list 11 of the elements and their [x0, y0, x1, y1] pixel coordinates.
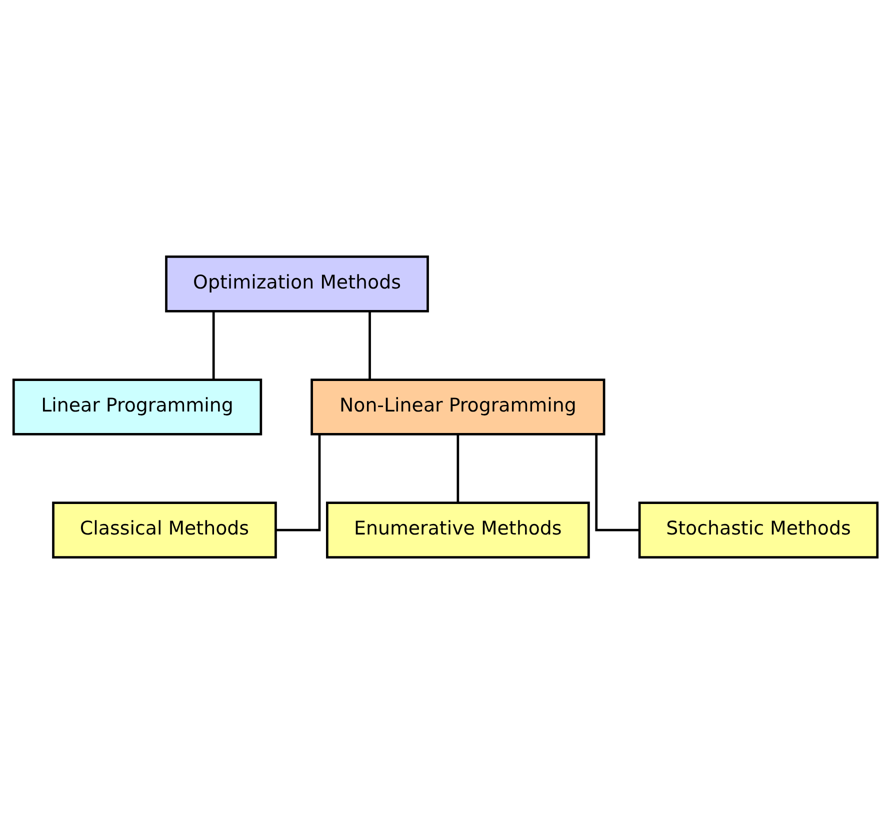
connector: [212, 310, 215, 380]
connector: [456, 434, 460, 502]
connector: [276, 434, 321, 531]
node-box: Linear Programming: [12, 378, 262, 435]
node-box: Stochastic Methods: [638, 501, 879, 558]
node-box: Enumerative Methods: [326, 501, 590, 558]
node-box: Non-Linear Programming: [310, 378, 606, 435]
connector: [368, 310, 371, 380]
connector: [595, 434, 640, 531]
node-box: Optimization Methods: [165, 255, 429, 312]
node-box: Classical Methods: [52, 501, 277, 558]
